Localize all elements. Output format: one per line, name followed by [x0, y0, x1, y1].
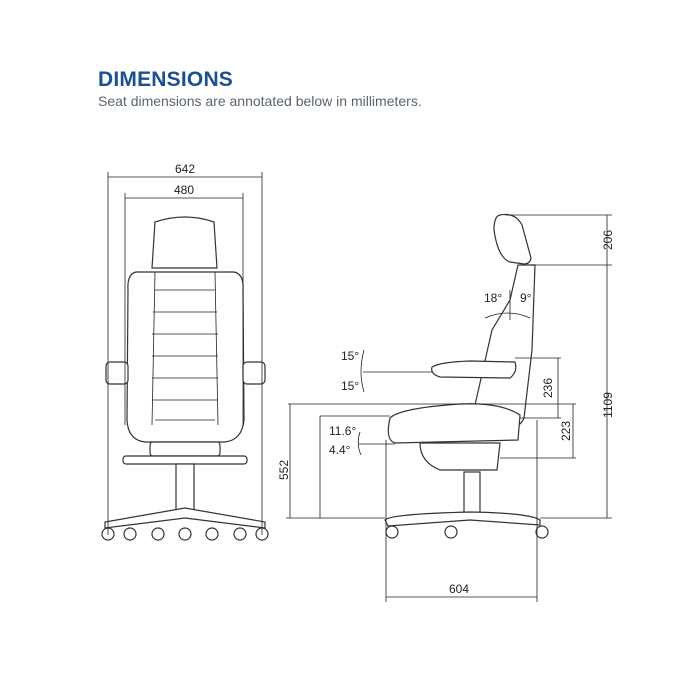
- seat-tilt-forward-label: 4.4°: [329, 443, 351, 457]
- overall-width-label: 642: [175, 162, 195, 176]
- headrest-height-label: 206: [601, 230, 615, 250]
- overall-height-label: 1109: [601, 392, 615, 418]
- backrest-width-label: 480: [174, 183, 194, 197]
- depth-label: 604: [449, 582, 469, 596]
- page-subtitle: Seat dimensions are annotated below in m…: [98, 93, 422, 109]
- armrest-tilt-up-label: 15°: [341, 349, 359, 363]
- seat-height-label: 552: [277, 460, 291, 480]
- armrest-height-label: 236: [541, 378, 555, 398]
- backrest-tilt-back-label: 18°: [484, 291, 502, 305]
- seat-to-armrest-label: 223: [559, 421, 573, 441]
- front-dimension-lines: [107, 172, 263, 535]
- side-view-chair: [384, 213, 549, 539]
- backrest-tilt-forward-label: 9°: [520, 291, 532, 305]
- seat-tilt-back-label: 11.6°: [329, 424, 356, 438]
- page-title: DIMENSIONS: [98, 68, 234, 91]
- side-dimension-lines: [286, 214, 612, 602]
- front-view-chair: [101, 216, 269, 541]
- armrest-tilt-down-label: 15°: [341, 379, 359, 393]
